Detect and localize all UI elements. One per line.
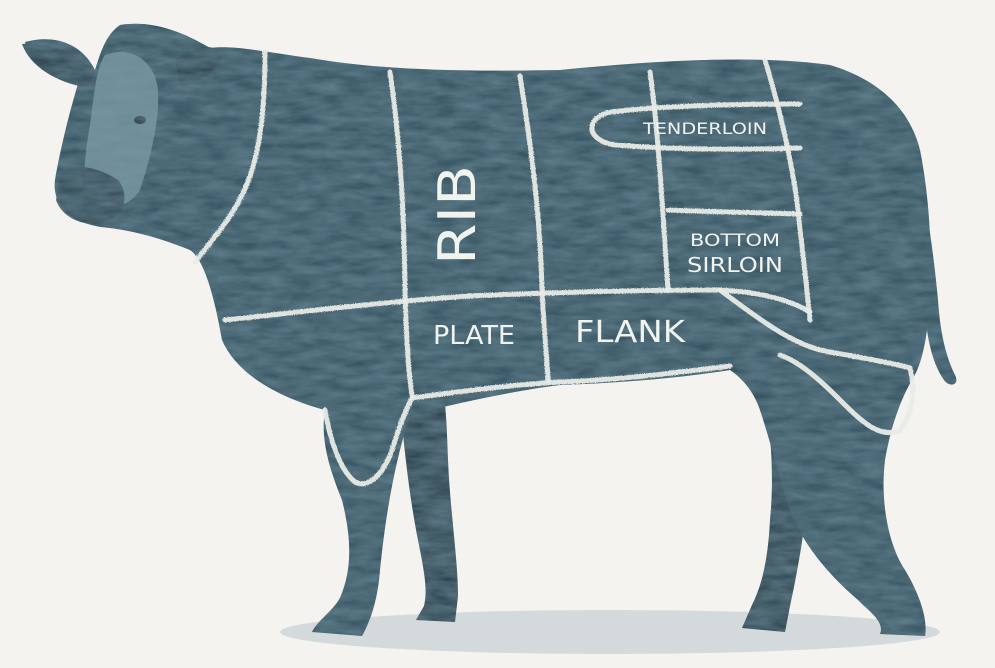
label-flank: FLANK [575, 315, 686, 350]
left-ear [22, 44, 95, 88]
cow-eye [134, 116, 146, 124]
label-bottom-sirloin-line2: SIRLOIN [687, 253, 783, 277]
label-bottom-sirloin-line1: BOTTOM [690, 231, 780, 251]
label-plate: PLATE [433, 321, 515, 351]
ground-shadow [280, 610, 940, 654]
front-far-leg [400, 396, 458, 622]
label-tenderloin: TENDERLOIN [642, 119, 767, 138]
label-rib: RIB [428, 165, 488, 265]
